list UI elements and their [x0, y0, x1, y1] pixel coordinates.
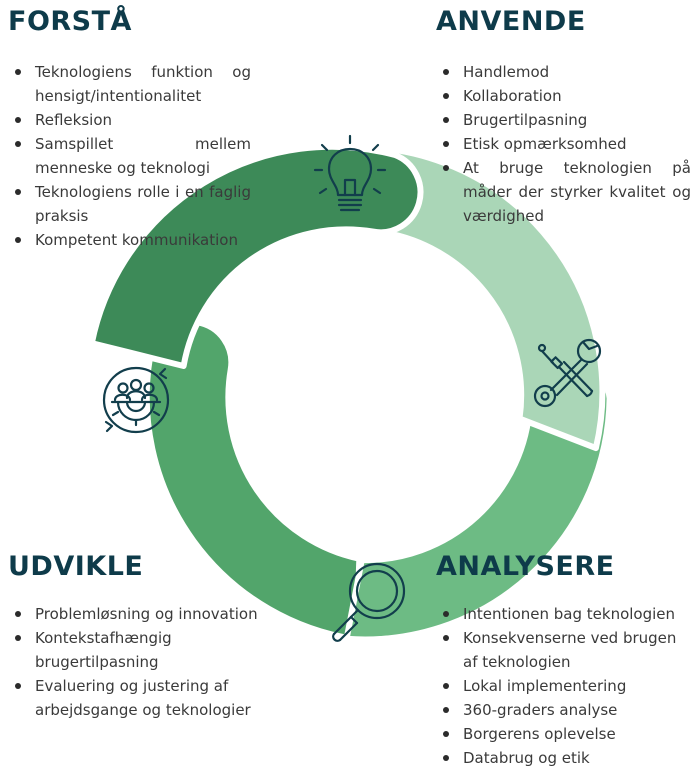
heading-analysere: ANALYSERE	[436, 551, 615, 582]
list-item: Refleksion	[9, 108, 251, 132]
list-item: Etisk opmærksomhed	[437, 132, 691, 156]
list-item: Teknologiens funktion og hensigt/intenti…	[9, 60, 251, 108]
list-item: Teknologiens rolle i en faglig praksis	[9, 180, 251, 228]
heading-udvikle: UDVIKLE	[8, 551, 144, 582]
heading-forsta: FORSTÅ	[8, 6, 132, 37]
list-forsta: Teknologiens funktion og hensigt/intenti…	[9, 60, 251, 252]
segment-udvikle	[143, 318, 363, 643]
list-item: Lokal implementering	[437, 674, 695, 698]
lightbulb-icon	[313, 134, 387, 212]
list-item: Konsekvenserne ved brugen af teknologien	[437, 626, 695, 674]
team-gear-icon	[102, 366, 170, 434]
list-item: At bruge teknologien på måder der styrke…	[437, 156, 691, 228]
list-item: Intentionen bag teknologien	[437, 602, 695, 626]
list-item: 360-graders analyse	[437, 698, 695, 722]
list-item: Problemløsning og innovation	[9, 602, 259, 626]
list-item: Brugertilpasning	[437, 108, 691, 132]
list-item: Kollaboration	[437, 84, 691, 108]
tools-icon	[533, 338, 602, 408]
segment-forsta	[88, 143, 424, 369]
list-item: Samspillet mellem menneske og teknologi	[9, 132, 251, 180]
list-item: Borgerens oplevelse	[437, 722, 695, 746]
magnifier-icon	[332, 562, 406, 642]
list-item: Kontekstafhængig brugertilpasning	[9, 626, 259, 674]
list-item: Handlemod	[437, 60, 691, 84]
list-item: Evaluering og justering af arbejdsgange …	[9, 674, 259, 722]
list-item: Kompetent kommunikation	[9, 228, 251, 252]
heading-anvende: ANVENDE	[436, 6, 586, 37]
list-item: Databrug og etik	[437, 746, 695, 770]
